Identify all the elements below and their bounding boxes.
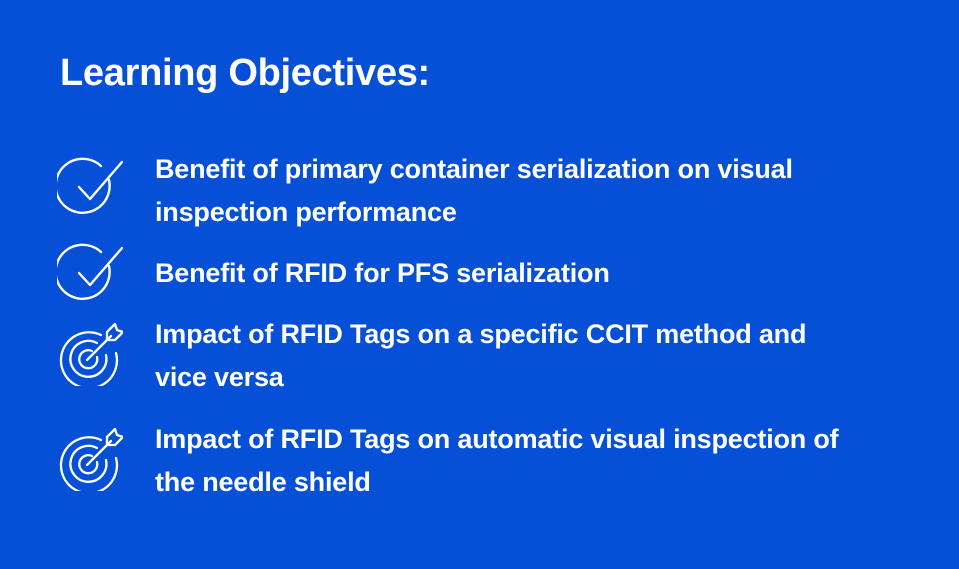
- objective-text: Benefit of primary container serializati…: [155, 154, 793, 227]
- objective-text: Impact of RFID Tags on automatic visual …: [155, 424, 839, 497]
- target-arrow-icon: [57, 320, 123, 386]
- objective-text: Impact of RFID Tags on a specific CCIT m…: [155, 319, 807, 392]
- objective-text: Benefit of RFID for PFS serialization: [155, 258, 610, 288]
- slide-title: Learning Objectives:: [60, 52, 430, 94]
- check-circle-icon: [57, 154, 123, 220]
- target-arrow-icon: [57, 425, 123, 491]
- check-circle-icon: [57, 240, 123, 306]
